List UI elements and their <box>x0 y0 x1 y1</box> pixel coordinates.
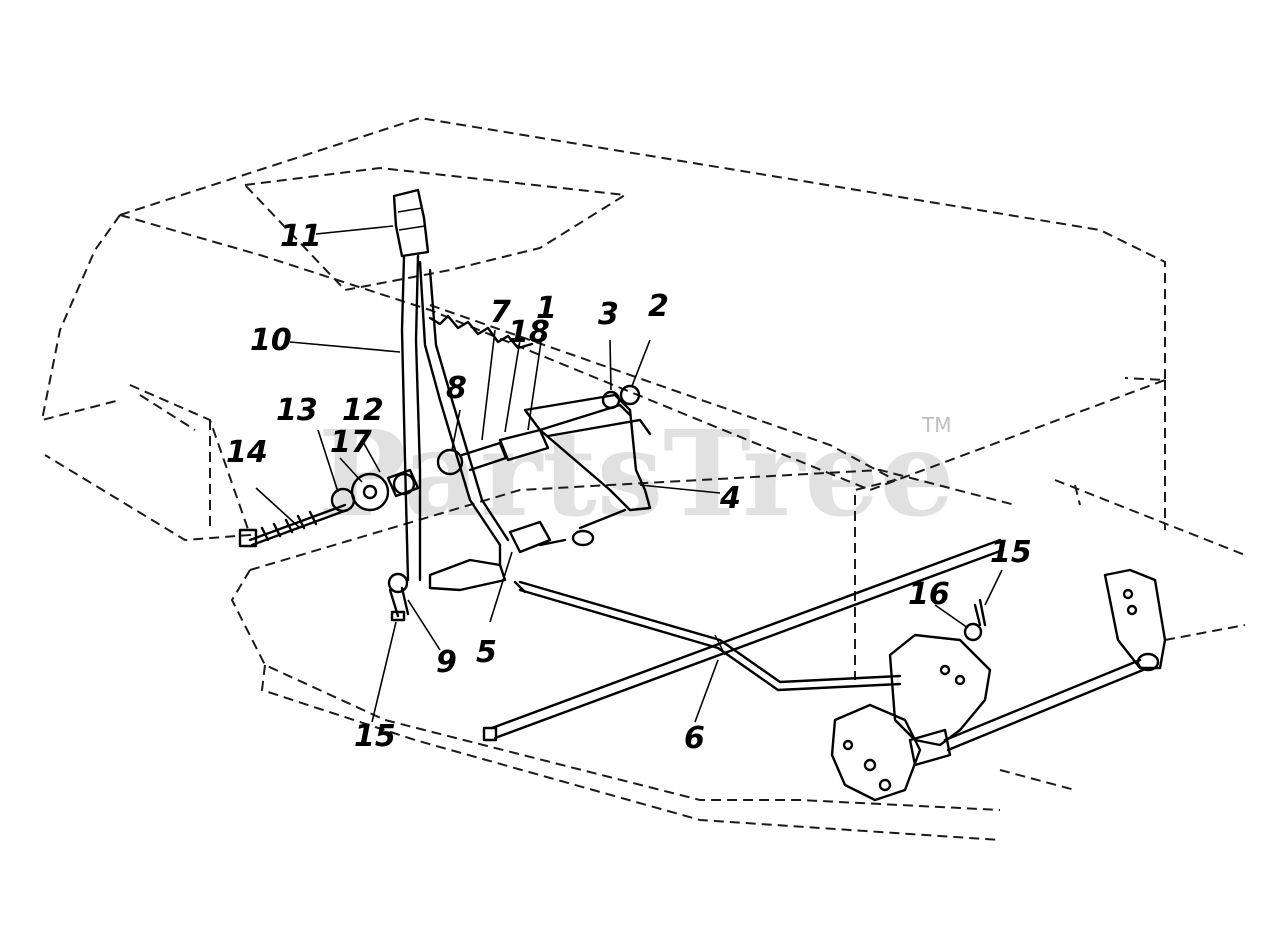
lower-guide <box>428 558 507 592</box>
callout-labels: 1 2 3 4 5 6 7 8 9 10 11 12 13 14 15 15 1… <box>226 219 1032 756</box>
callout-10: 10 <box>250 323 292 358</box>
callout-16: 16 <box>908 577 950 612</box>
callout-14: 14 <box>226 435 268 470</box>
callout-4: 4 <box>719 481 741 516</box>
bracket <box>523 393 652 512</box>
long-rods <box>482 538 1005 742</box>
callout-12: 12 <box>342 393 384 428</box>
callout-7: 7 <box>490 295 511 330</box>
notched-quadrant <box>428 314 534 350</box>
spring-assembly <box>436 403 652 476</box>
callout-15a: 15 <box>354 719 396 754</box>
callout-1: 1 <box>536 291 557 326</box>
nut-washer-pair <box>601 384 641 410</box>
callout-18: 18 <box>508 315 550 350</box>
callout-8: 8 <box>446 371 467 406</box>
callout-11: 11 <box>280 219 322 254</box>
callout-5: 5 <box>476 635 497 670</box>
callout-2: 2 <box>648 289 669 324</box>
callout-3: 3 <box>598 297 619 332</box>
callout-6: 6 <box>684 721 705 756</box>
right-bracket <box>830 568 1167 802</box>
knob-shape <box>392 188 430 258</box>
lower-pin <box>387 572 410 622</box>
leader-lines <box>255 225 1003 723</box>
watermark-trademark: TM <box>921 413 951 437</box>
callout-17: 17 <box>330 425 372 460</box>
callout-15b: 15 <box>990 535 1032 570</box>
link-bracket <box>508 508 627 554</box>
chassis-outline <box>40 116 1246 841</box>
callout-13: 13 <box>276 393 318 428</box>
callout-9: 9 <box>436 645 457 680</box>
